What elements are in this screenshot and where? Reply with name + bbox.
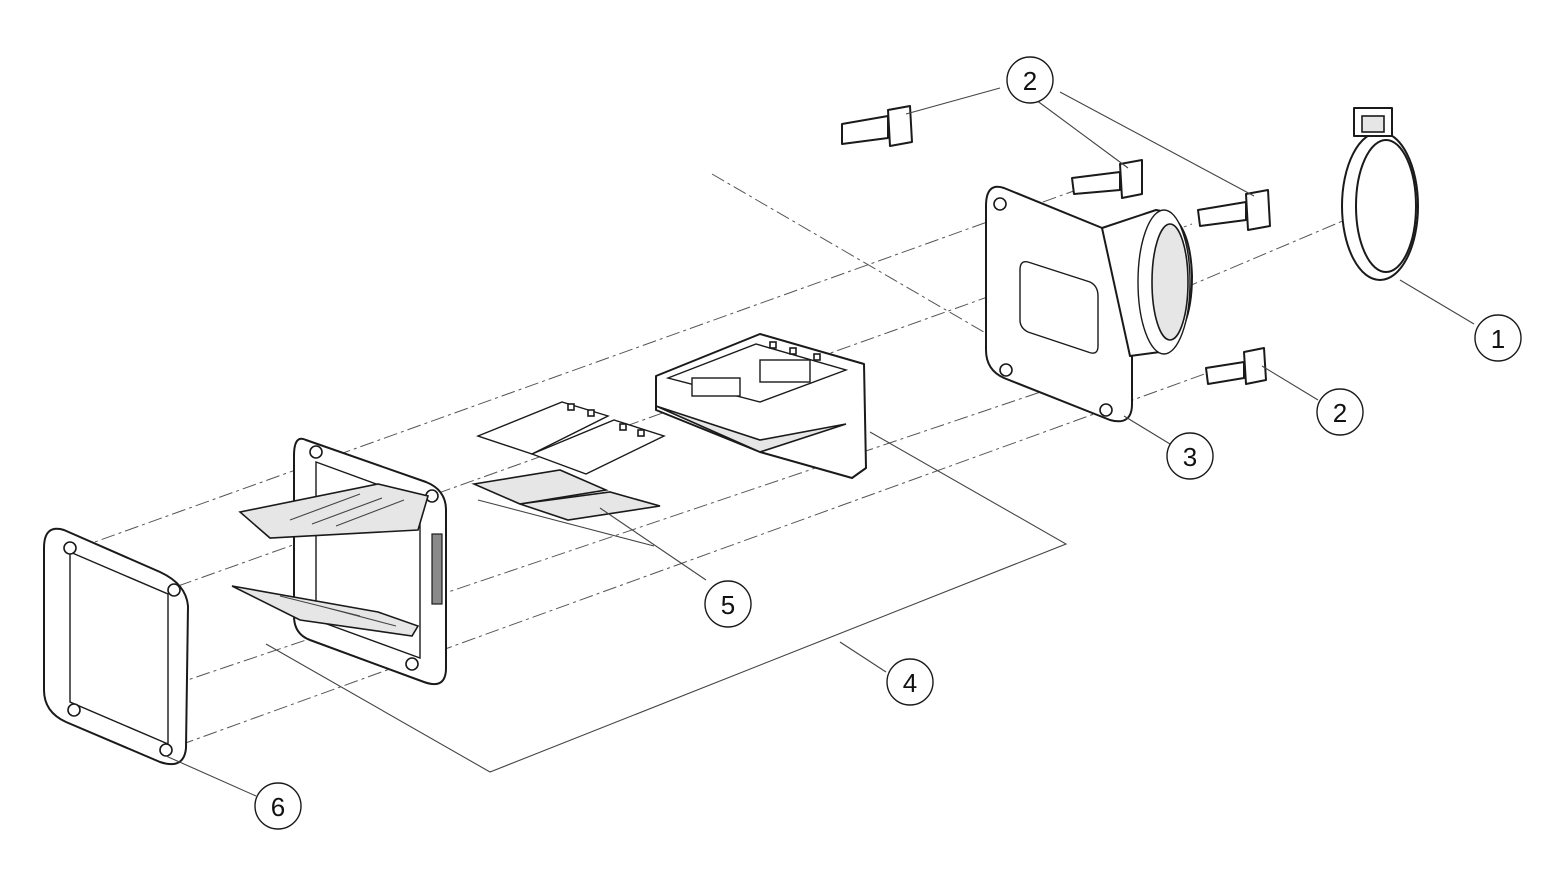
callout-2-right: 2 [1316, 388, 1364, 436]
callout-1: 1 [1474, 314, 1522, 362]
bolt-3 [1197, 189, 1271, 231]
callout-6-label: 6 [271, 792, 285, 822]
bolts-part-2 [841, 105, 1271, 385]
intake-manifold-part-3 [985, 185, 1193, 423]
reed-cage-housing [655, 333, 867, 479]
reed-petals-part-5 [471, 401, 666, 547]
callout-3-label: 3 [1183, 442, 1197, 472]
callout-3: 3 [1166, 432, 1214, 480]
callout-5: 5 [704, 580, 752, 628]
callout-2-right-label: 2 [1333, 398, 1347, 428]
callout-2-top-label: 2 [1023, 66, 1037, 96]
reed-block-part-4 [231, 437, 447, 686]
bolt-1 [841, 105, 913, 147]
callout-4-label: 4 [903, 668, 917, 698]
hose-clamp-part-1 [1341, 107, 1419, 281]
leader-lines [165, 87, 1475, 797]
callout-4: 4 [886, 658, 934, 706]
callout-6: 6 [254, 782, 302, 830]
bolt-2 [1071, 159, 1143, 199]
bolt-4 [1205, 347, 1267, 385]
gasket-part-6 [43, 527, 189, 766]
callout-2-top: 2 [1006, 56, 1054, 104]
callout-5-label: 5 [721, 590, 735, 620]
callout-1-label: 1 [1491, 324, 1505, 354]
